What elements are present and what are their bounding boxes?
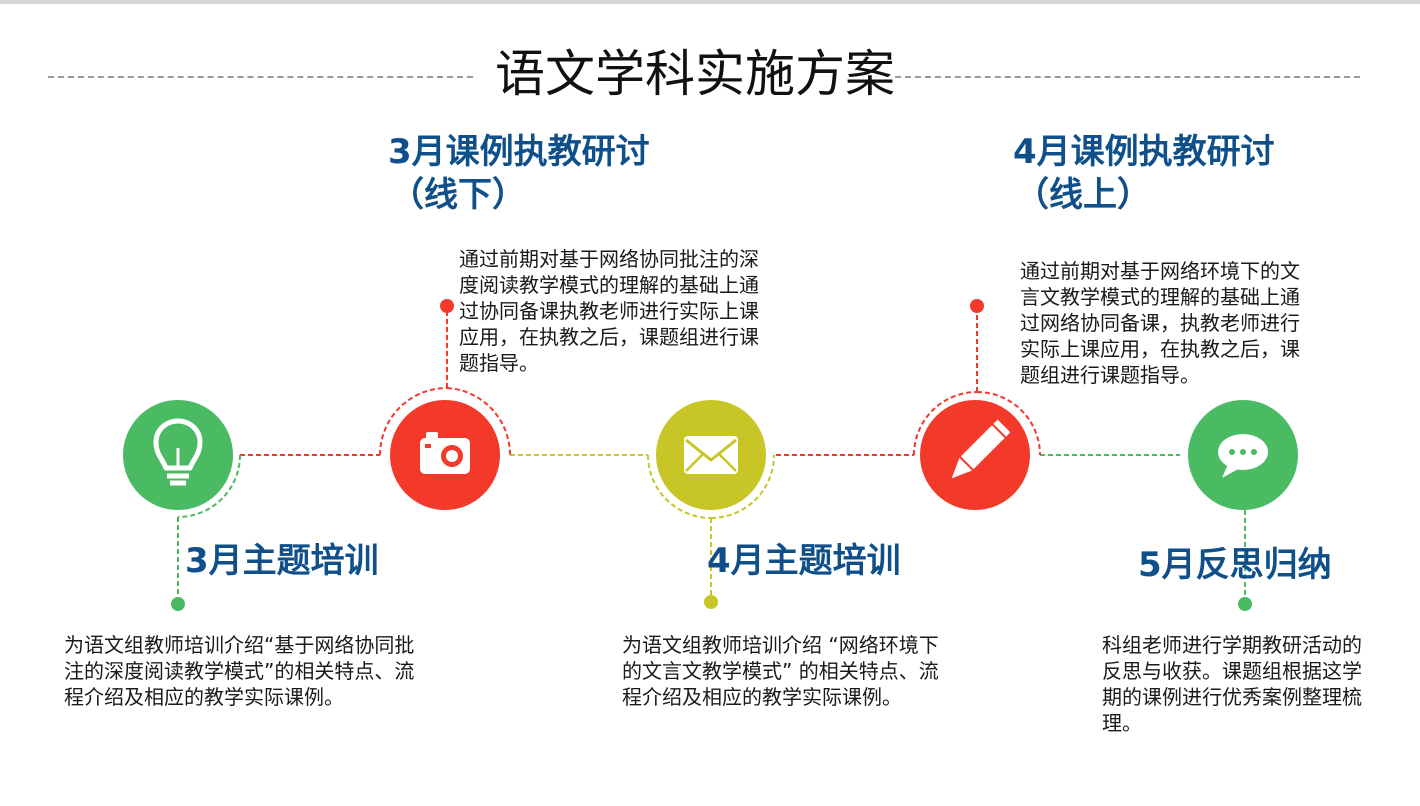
- camera-icon: [420, 432, 470, 474]
- stage-1-description: 为语文组教师培训介绍“基于网络协同批注的深度阅读教学模式”的相关特点、流程介绍及…: [64, 633, 415, 709]
- stage-4-description: 通过前期对基于网络环境下的文言文教学模式的理解的基础上通过网络协同备课，执教老师…: [1020, 259, 1300, 387]
- node-3-envelope: [647, 400, 775, 609]
- stage-3-title: 4月主题培训: [707, 541, 901, 581]
- pencil-icon: [951, 419, 1011, 479]
- node-1-lightbulb: [123, 400, 241, 611]
- node-5-chat: [1188, 400, 1298, 611]
- top-border: [0, 0, 1420, 4]
- envelope-icon: [684, 436, 738, 474]
- stage-3-description: 为语文组教师培训介绍 “网络环境下的文言文教学模式” 的相关特点、流程介绍及相应…: [622, 633, 939, 709]
- page-title: 语文学科实施方案: [495, 45, 895, 103]
- stage-1-title: 3月主题培训: [185, 541, 379, 581]
- stage-5-description: 科组老师进行学期教研活动的反思与收获。课题组根据这学期的课例进行优秀案例整理梳理…: [1102, 633, 1362, 735]
- stage-2-title-line-1: 3月课例执教研讨: [388, 132, 650, 172]
- node-4-pencil: [913, 299, 1041, 510]
- stage-4-title-line-2: （线上）: [1015, 175, 1151, 215]
- stage-4-title-line-1: 4月课例执教研讨: [1013, 132, 1275, 172]
- node-2-camera: [379, 299, 512, 510]
- stage-2-description: 通过前期对基于网络协同批注的深度阅读教学模式的理解的基础上通过协同备课执教老师进…: [459, 247, 759, 375]
- title-rule-right: [895, 76, 1360, 78]
- title-rule-left: [48, 76, 473, 78]
- stage-2-title-line-2: （线下）: [390, 175, 526, 215]
- lightbulb-icon: [153, 418, 203, 486]
- stage-5-title: 5月反思归纳: [1138, 545, 1332, 585]
- chat-bubble-icon: [1218, 434, 1268, 478]
